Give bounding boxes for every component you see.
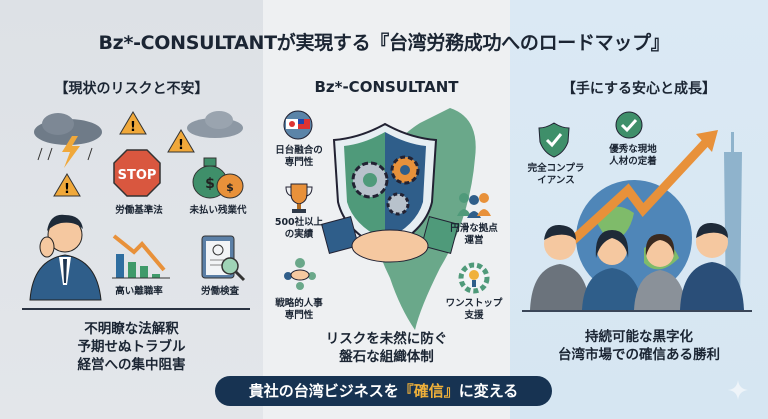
banner-text: に変える [458, 382, 519, 400]
warning-icon: ! [167, 129, 195, 153]
label-line: 人材の定着 [609, 156, 657, 167]
label-line: 支援 [464, 310, 484, 321]
trophy-icon [285, 183, 313, 213]
divider [22, 308, 250, 310]
label-line: 専門性 [284, 157, 314, 168]
label-unpaid-overtime: 未払い残業代 [189, 205, 247, 216]
summary-line: リスクを未然に防ぐ [325, 331, 448, 347]
label-line: イアンス [537, 175, 575, 186]
label-talent-retention: 優秀な現地人材の定着 [600, 144, 666, 168]
handshake-icon [321, 216, 459, 263]
label-high-turnover: 高い離職率 [115, 286, 163, 297]
label-line: 戦略的人事 [275, 298, 323, 309]
summary-line: 不明瞭な法解釈 [84, 321, 179, 337]
cloud-icon [187, 111, 243, 138]
growth-arrow-icon [564, 130, 718, 249]
cta-banner: 貴社の台湾ビジネスを『確信』に変える [215, 376, 552, 406]
svg-text:$: $ [226, 181, 234, 194]
summary-line: 予期せぬトラブル [77, 339, 186, 355]
label-line: 専門性 [284, 310, 314, 321]
summary-line: 盤石な組織体制 [339, 349, 434, 365]
stop-sign-icon: STOP [113, 149, 161, 197]
page-title: Bz*-CONSULTANTが実現する『台湾労務成功へのロードマップ』 [98, 32, 670, 54]
svg-text:$: $ [205, 176, 215, 192]
growth-summary: 持続可能な黒字化 台湾市場での確信ある勝利 [510, 328, 768, 364]
label-line: 500社以上 [274, 217, 324, 228]
stop-sign-text: STOP [118, 168, 157, 183]
consultant-header: Bz*-CONSULTANT [314, 78, 459, 96]
consultant-summary: リスクを未然に防ぐ 盤石な組織体制 [263, 330, 510, 366]
svg-text:!: ! [130, 120, 136, 135]
japan-taiwan-flags-icon [283, 110, 313, 140]
risk-header: 【現状のリスクと不安】 [54, 81, 209, 97]
label-line: ワンストップ [445, 298, 503, 309]
shield-check-icon [538, 122, 570, 158]
label-labor-law: 労働基準法 [115, 205, 163, 216]
label-line: 円滑な拠点 [450, 223, 498, 234]
summary-line: 経営への集中阻害 [77, 357, 186, 373]
money-bags-icon: $ $ [192, 157, 244, 199]
divider [522, 310, 752, 312]
banner-text: 貴社の台湾ビジネスを [248, 382, 399, 400]
banner-highlight: 『確信』 [398, 382, 459, 400]
label-full-compliance: 完全コンプライアンス [520, 163, 592, 187]
warning-icon: ! [119, 111, 147, 135]
label-500-companies: 500社以上の実績 [268, 217, 330, 241]
label-line: 日台融合の [275, 145, 323, 156]
declining-chart-icon [112, 234, 170, 279]
worried-businessman-icon [29, 214, 102, 301]
warning-icon: ! [53, 173, 81, 197]
clipboard-inspection-icon [201, 235, 246, 282]
label-line: の実績 [284, 229, 314, 240]
label-labor-inspection: 労働検査 [200, 286, 239, 297]
team-people-icon [457, 193, 491, 218]
label-jp-tw-expertise: 日台融合の専門性 [268, 145, 330, 169]
sparkle-icon [728, 380, 748, 400]
business-team-icon [530, 222, 744, 310]
storm-cloud-icon [34, 113, 102, 168]
label-smooth-operations: 円滑な拠点運営 [444, 223, 504, 247]
summary-line: 持続可能な黒字化 [585, 329, 693, 345]
label-line: 優秀な現地 [609, 144, 657, 155]
label-one-stop-support: ワンストップ支援 [440, 298, 508, 322]
risk-summary: 不明瞭な法解釈 予期せぬトラブル 経営への集中阻害 [0, 320, 263, 374]
shield-gears-icon [332, 122, 438, 252]
risk-panel [0, 0, 263, 419]
label-line: 運営 [464, 235, 484, 246]
label-strategic-hr: 戦略的人事専門性 [268, 298, 330, 322]
label-line: 完全コンプラ [527, 163, 585, 174]
svg-text:!: ! [64, 182, 70, 197]
growth-header: 【手にする安心と成長】 [561, 81, 717, 97]
svg-text:!: ! [178, 138, 184, 153]
globe-check-icon [615, 111, 643, 139]
summary-line: 台湾市場での確信ある勝利 [558, 347, 720, 363]
team-handshake-icon [284, 258, 316, 290]
gear-lightbulb-icon [458, 262, 490, 294]
